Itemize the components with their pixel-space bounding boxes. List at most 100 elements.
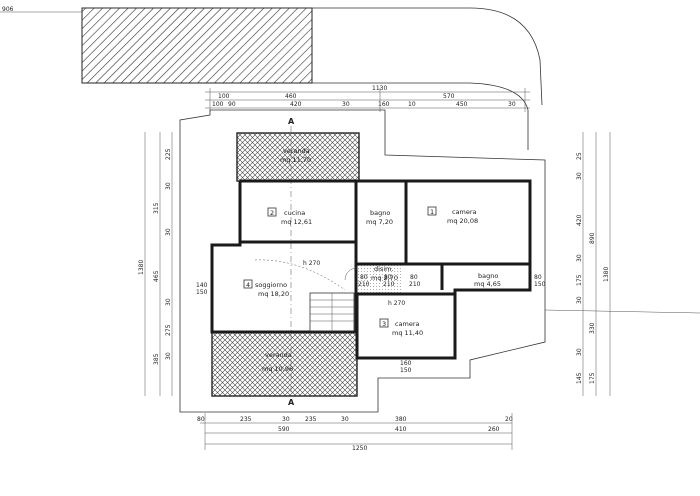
opening-2: 80 (360, 274, 368, 281)
dim-left-4: 465 (153, 270, 160, 282)
room-name: veranda (265, 351, 292, 359)
room-area: mq 10,96 (262, 365, 293, 373)
dim-right-8: 145 (576, 372, 583, 384)
opening-1: 150 (196, 289, 208, 296)
dim-right-3: 30 (576, 254, 583, 262)
dim-bottom-r1-6: 20 (505, 416, 513, 423)
dim-bottom-r1-3: 235 (305, 416, 317, 423)
room-area: mq 20,08 (447, 217, 478, 225)
room-area: mq 7,20 (366, 218, 393, 226)
door-swing-2 (254, 259, 346, 291)
room-veranda-top: veranda mq 11,70 (280, 147, 311, 164)
door-swing-1 (344, 267, 358, 281)
opening-0: 140 (196, 282, 208, 289)
dim-left-1: 30 (165, 182, 172, 190)
room-bagno-top: bagno mq 7,20 (366, 209, 393, 226)
room-camera-3: 3 camera mq 11,40 (379, 318, 423, 337)
room-area: mq 18,20 (258, 290, 289, 298)
dim-top-total: 1130 (372, 85, 387, 92)
room-name: camera (395, 320, 420, 328)
room-name: cucina (284, 209, 305, 217)
room-camera-1: 1 camera mq 20,08 (427, 206, 478, 225)
dim-bottom-total: 1250 (352, 445, 367, 452)
dim-top-r3-6: 450 (456, 101, 468, 108)
main-walls (210, 179, 532, 360)
dim-bottom-r2-2: 260 (488, 426, 500, 433)
dim-right-6: 330 (589, 322, 596, 334)
dim-right-0: 25 (576, 152, 583, 160)
dim-right-1: 30 (576, 172, 583, 180)
height-soggiorno: h 270 (303, 260, 320, 267)
opening-8: 80 (534, 274, 542, 281)
dim-bottom-r2-1: 410 (395, 426, 407, 433)
room-soggiorno: 4 soggiorno mq 18,20 (243, 279, 289, 298)
room-name: veranda (283, 147, 310, 155)
dim-bottom-r2-0: 590 (278, 426, 290, 433)
dim-top-r3-3: 30 (342, 101, 350, 108)
sheet-corner-code: 906 (2, 6, 14, 13)
section-mark-top: A (288, 117, 295, 126)
dim-bottom-r1-5: 380 (395, 416, 407, 423)
dim-bottom-r1-1: 235 (240, 416, 252, 423)
dim-top-b: 460 (285, 93, 297, 100)
dim-top-r3-4: 160 (378, 101, 390, 108)
opening-9: 150 (534, 281, 546, 288)
dim-bottom-r1-4: 30 (341, 416, 349, 423)
bottom-dimension-lines: 80 235 30 235 30 380 20 590 410 260 1250 (197, 413, 513, 452)
room-number: 4 (246, 281, 250, 289)
dim-top-r3-2: 420 (290, 101, 302, 108)
opening-7: 210 (409, 281, 421, 288)
dim-right-5: 30 (576, 296, 583, 304)
room-area: mq 2,70 (371, 274, 398, 282)
dim-right-4: 175 (576, 274, 583, 286)
room-name: soggiorno (255, 281, 287, 289)
opening-4: 80 (384, 274, 392, 281)
dim-top-r3-1: 90 (228, 101, 236, 108)
opening-3: 210 (358, 281, 370, 288)
dim-bottom-r1-0: 80 (197, 416, 205, 423)
room-number: 2 (270, 209, 274, 217)
opening-5: 210 (383, 281, 395, 288)
room-name: camera (452, 208, 477, 216)
dim-left-6: 275 (165, 324, 172, 336)
opening-dims: 140 150 80 210 80 210 80 210 80 150 160 … (196, 274, 546, 374)
site-outline (179, 109, 546, 413)
room-number: 3 (382, 320, 386, 328)
dim-left-3: 30 (165, 228, 172, 236)
room-area: mq 11,70 (280, 156, 311, 164)
hatched-area-top (81, 7, 313, 84)
room-cucina: 2 cucina mq 12,61 (267, 207, 312, 226)
opening-10: 160 (400, 360, 412, 367)
boundary-curve (82, 7, 543, 106)
dim-right-7: 30 (576, 348, 583, 356)
dim-left-5: 30 (165, 298, 172, 306)
opening-6: 80 (410, 274, 418, 281)
room-area: mq 12,61 (281, 218, 312, 226)
dim-top-r3-5: 10 (408, 101, 416, 108)
veranda-top-hatch (236, 132, 360, 182)
dim-top-a: 100 (218, 93, 230, 100)
room-number: 1 (430, 208, 434, 216)
room-name: disim. (374, 265, 394, 273)
dim-left-2: 315 (153, 202, 160, 214)
dim-right-total: 1380 (603, 267, 610, 282)
dim-top-c: 570 (443, 93, 455, 100)
room-name: bagno (370, 209, 390, 217)
dim-right-10: 890 (589, 232, 596, 244)
room-bagno-right: bagno mq 4,65 (474, 272, 501, 288)
room-area: mq 11,40 (392, 329, 423, 337)
dim-left-8: 385 (153, 353, 160, 365)
left-dimension-lines: 225 30 315 30 465 30 275 30 385 1380 (138, 132, 173, 396)
room-area: mq 4,65 (474, 280, 501, 288)
veranda-bottom-hatch (211, 331, 358, 397)
disim-stipple (358, 264, 403, 294)
opening-11: 150 (400, 367, 412, 374)
dim-top-r3-7: 30 (508, 101, 516, 108)
dim-left-total: 1380 (138, 260, 145, 275)
dim-right-2: 420 (576, 214, 583, 226)
dim-left-0: 225 (165, 148, 172, 160)
dim-left-7: 30 (165, 352, 172, 360)
section-mark-bottom: A (288, 398, 295, 407)
right-dimension-lines: 25 30 420 30 175 30 330 30 145 175 890 1… (544, 132, 700, 396)
